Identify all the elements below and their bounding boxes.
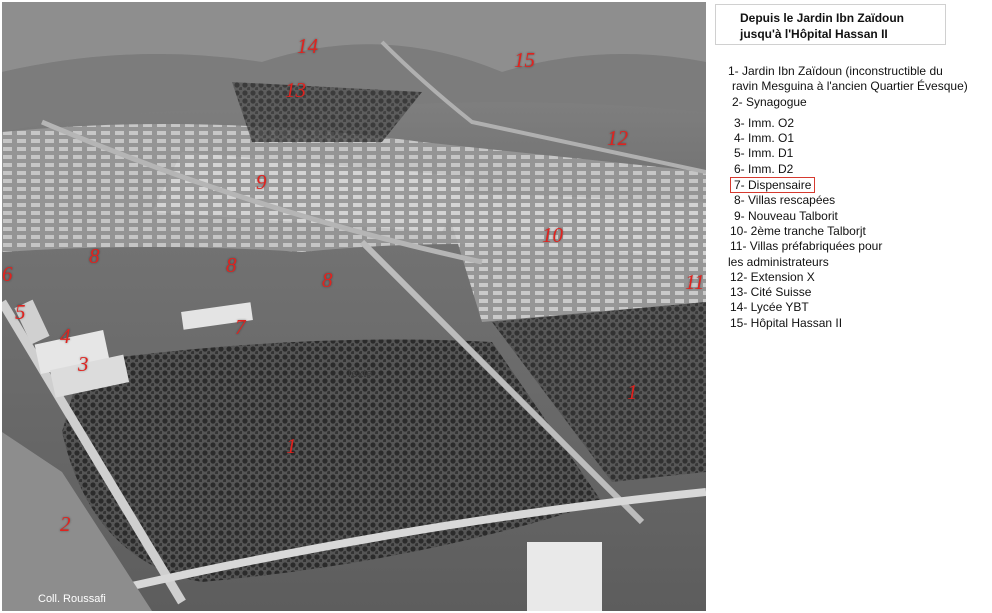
legend-item-13: 13- Cité Suisse xyxy=(730,285,812,300)
legend-item-6: 6- Imm. D2 xyxy=(734,161,794,176)
aerial-photo-drawing xyxy=(2,2,706,611)
photo-label-5: 5 xyxy=(15,300,26,324)
photo-label-4: 4 xyxy=(60,324,71,348)
photo-label-1b: 1 xyxy=(627,380,638,404)
photo-label-2: 2 xyxy=(60,512,71,536)
caption-title-line-2: jusqu'à l'Hôpital Hassan II xyxy=(740,27,888,41)
photo-label-14: 14 xyxy=(297,34,318,58)
photo-label-6: 6 xyxy=(2,262,13,286)
photo-credit: Coll. Roussafi xyxy=(38,593,106,605)
legend-item-10: 10- 2ème tranche Talborjt xyxy=(730,223,866,238)
legend-item-11: 11- Villas préfabriquées pour xyxy=(730,239,883,254)
legend-item-5: 5- Imm. D1 xyxy=(734,146,794,161)
legend-item-8: 8- Villas rescapées xyxy=(734,193,836,208)
photo-label-8c: 8 xyxy=(322,268,333,292)
legend-item-12: 12- Extension X xyxy=(730,269,815,284)
photo-label-9: 9 xyxy=(256,170,267,194)
caption-title-line-1: Depuis le Jardin Ibn Zaïdoun xyxy=(740,11,905,25)
legend-list: 1- Jardin Ibn Zaïdoun (inconstructible d… xyxy=(728,64,992,331)
legend-item-11-cont: les administrateurs xyxy=(728,254,829,269)
photo-label-10: 10 xyxy=(542,223,563,247)
photo-label-1a: 1 xyxy=(286,434,297,458)
legend-item-14: 14- Lycée YBT xyxy=(730,300,809,315)
legend-item-15: 15- Hôpital Hassan II xyxy=(730,315,843,330)
legend-item-1-cont: ravin Mesguina à l'ancien Quartier Évesq… xyxy=(732,79,968,94)
legend-item-3: 3- Imm. O2 xyxy=(734,115,795,130)
legend-item-2: 2- Synagogue xyxy=(732,94,807,109)
photo-label-3: 3 xyxy=(78,352,89,376)
legend-item-7-highlighted: 7- Dispensaire xyxy=(730,177,816,194)
photo-watermark: Texte xyxy=(346,368,373,380)
legend-item-4: 4- Imm. O1 xyxy=(734,131,795,146)
legend-item-9: 9- Nouveau Talborit xyxy=(734,208,838,223)
photo-label-7: 7 xyxy=(235,315,246,339)
photo-label-11: 11 xyxy=(685,270,705,294)
photo-label-8a: 8 xyxy=(89,244,100,268)
caption-title: Depuis le Jardin Ibn Zaïdoun jusqu'à l'H… xyxy=(715,4,946,45)
photo-label-8b: 8 xyxy=(226,253,237,277)
aerial-photo: 14 15 13 12 9 10 8 8 8 11 6 5 7 4 3 1 1 … xyxy=(2,2,706,611)
photo-label-12: 12 xyxy=(607,126,628,150)
photo-label-13: 13 xyxy=(285,78,306,102)
photo-label-15: 15 xyxy=(514,48,535,72)
legend-item-1: 1- Jardin Ibn Zaïdoun (inconstructible d… xyxy=(728,64,943,78)
